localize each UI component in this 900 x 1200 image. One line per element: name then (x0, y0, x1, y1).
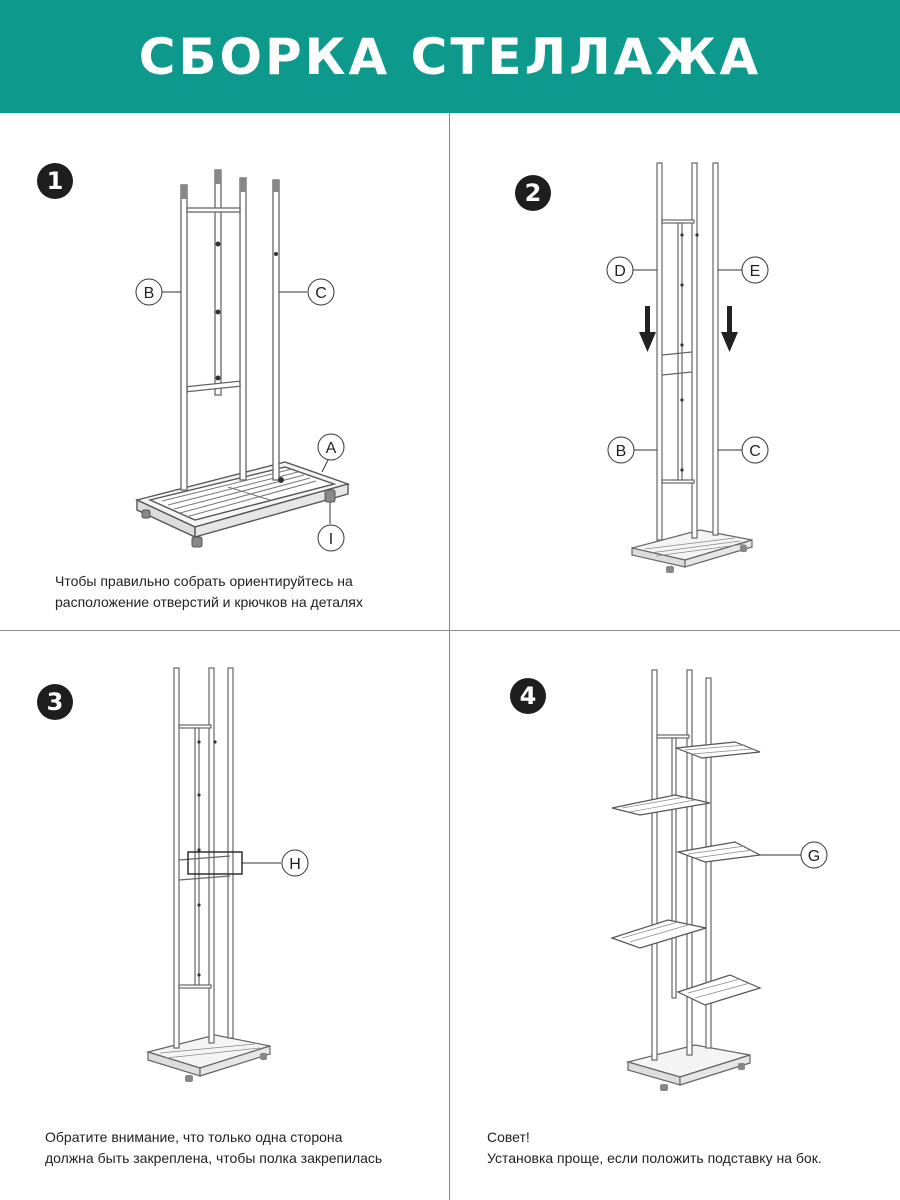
step-1-note-line1: Чтобы правильно собрать ориентируйтесь н… (55, 571, 363, 592)
label-I: I (329, 531, 333, 548)
step-3-note: Обратите внимание, что только одна сторо… (45, 1127, 382, 1169)
label-H: H (289, 856, 301, 873)
label-B: B (144, 285, 155, 302)
divider-horizontal (0, 630, 900, 631)
step-4-note-line2: Установка проще, если положить подставку… (487, 1148, 822, 1169)
step-3-diagram: H (0, 640, 449, 1100)
label-D: D (614, 263, 626, 280)
header-bar: СБОРКА СТЕЛЛАЖА (0, 0, 900, 113)
step-3-note-line1: Обратите внимание, что только одна сторо… (45, 1127, 382, 1148)
step-1-diagram: B C A I (0, 113, 449, 573)
step-1-note-line2: расположение отверстий и крючков на дета… (55, 592, 363, 613)
step-3-note-line2: должна быть закреплена, чтобы полка закр… (45, 1148, 382, 1169)
step-4-diagram: G (450, 640, 899, 1100)
label-A: A (326, 440, 337, 457)
step-2-diagram: D E B C (450, 113, 899, 613)
label-C2: C (749, 443, 761, 460)
label-G: G (808, 848, 820, 865)
label-E: E (750, 263, 761, 280)
step-4-note-line1: Совет! (487, 1127, 822, 1148)
page-title: СБОРКА СТЕЛЛАЖА (139, 28, 762, 86)
step-1-note: Чтобы правильно собрать ориентируйтесь н… (55, 571, 363, 613)
step-4-note: Совет! Установка проще, если положить по… (487, 1127, 822, 1169)
label-C: C (315, 285, 327, 302)
label-B2: B (616, 443, 627, 460)
